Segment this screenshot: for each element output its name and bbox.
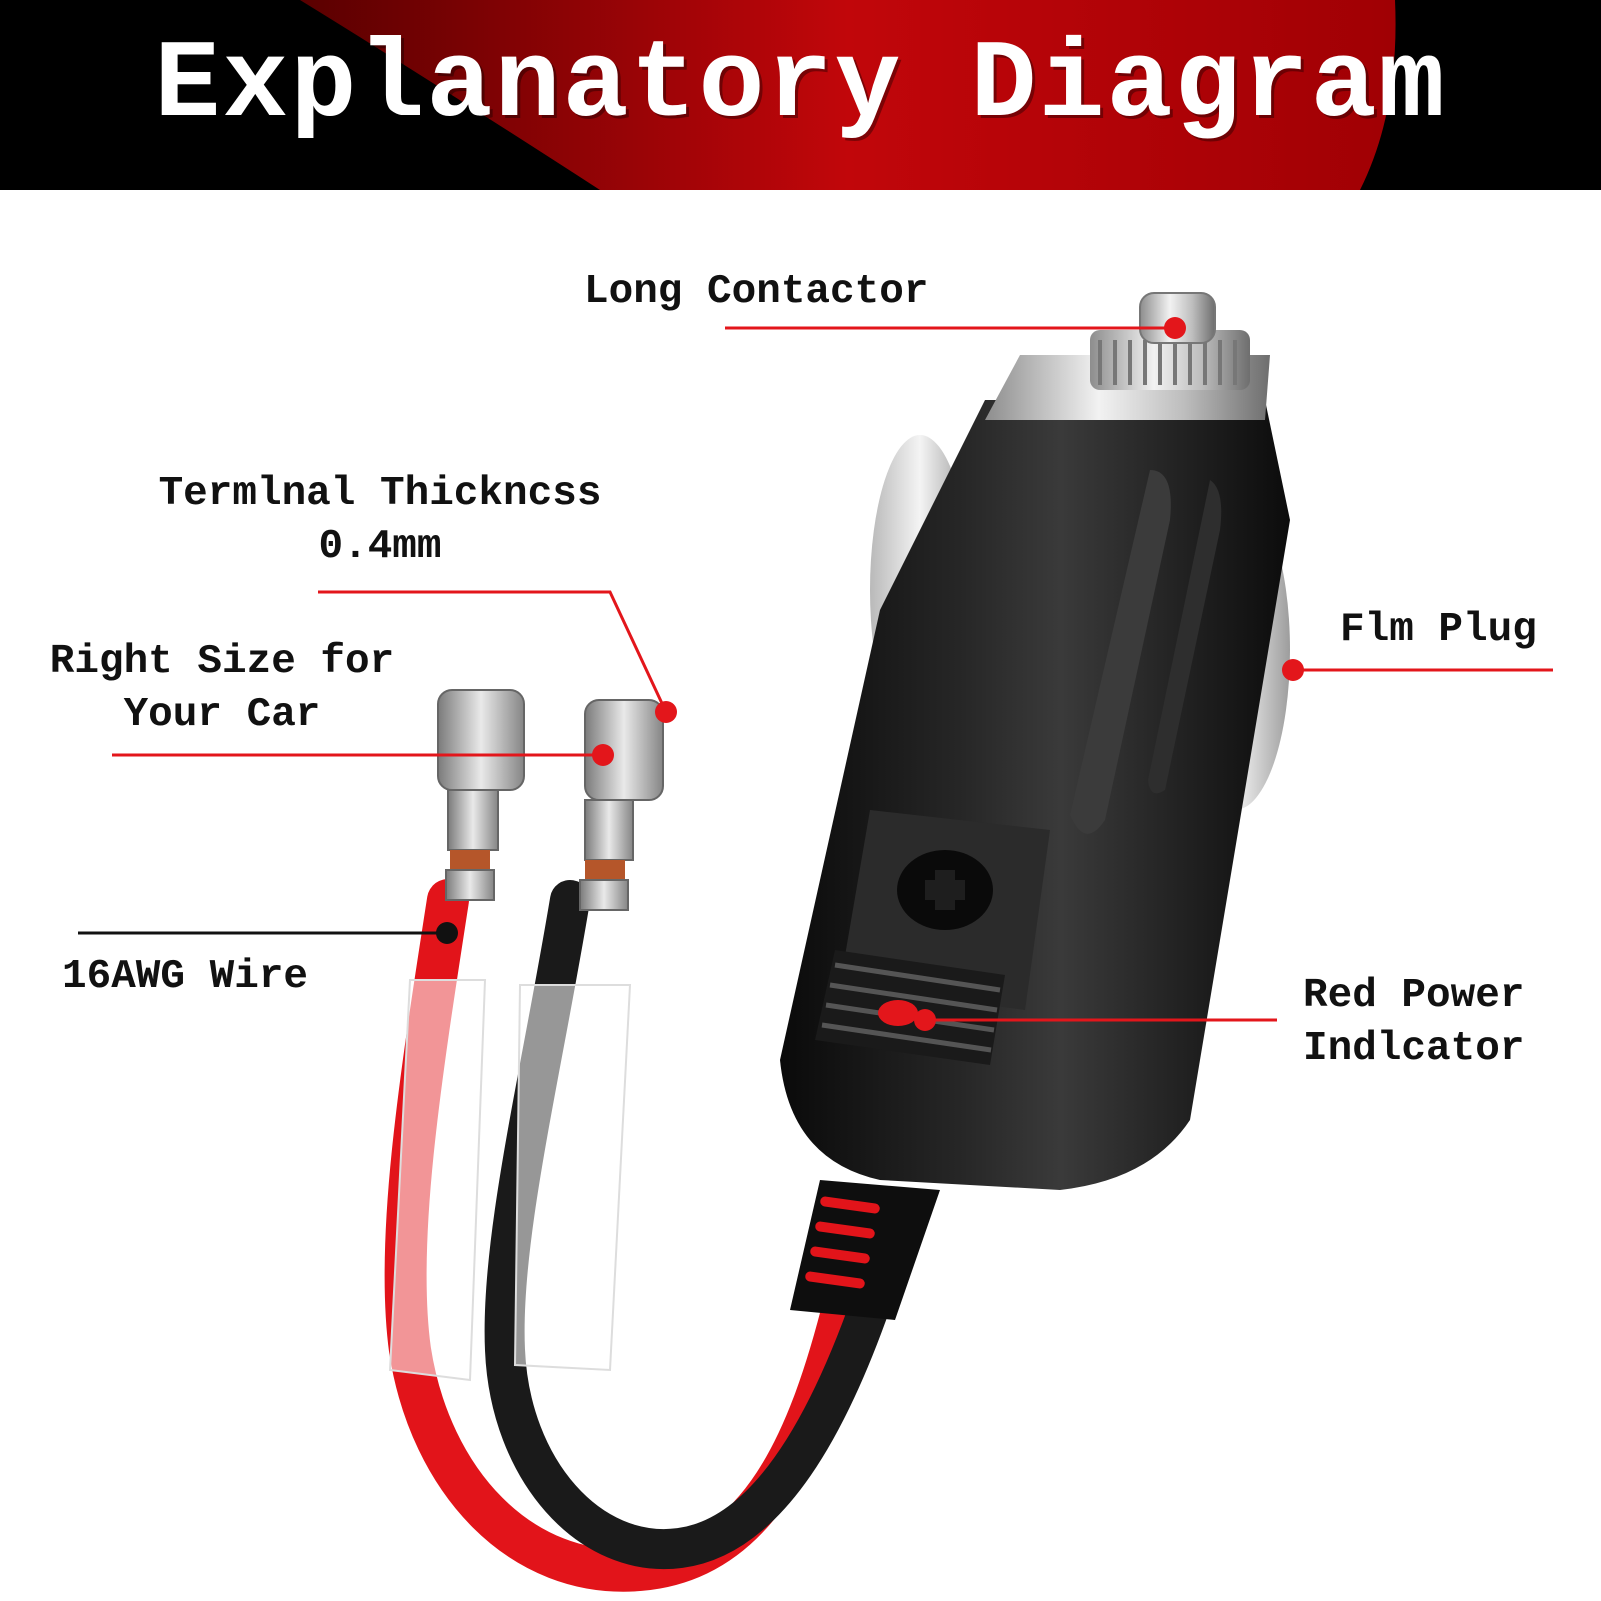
header-background (0, 0, 1601, 190)
metal-tip (985, 292, 1270, 420)
label-film-plug: Flm Plug (1340, 607, 1537, 653)
callout-line-wire (78, 922, 458, 944)
terminal-left (437, 689, 525, 901)
label-wire: 16AWG Wire (62, 954, 309, 1000)
callout-line-right-size (112, 744, 614, 766)
callout-line-power-indicator (914, 1009, 1277, 1031)
heat-shrink-sleeve (388, 979, 487, 1382)
callout-line-film-plug (1282, 659, 1553, 681)
page-title: Explanatory Diagram (154, 24, 1447, 149)
label-power-indicator: Red Power Indlcator (1303, 973, 1525, 1072)
terminal-right (579, 699, 664, 911)
label-terminal-thickness: Termlnal Thickncss 0.4mm (158, 471, 602, 570)
label-long-contactor: Long Contactor (584, 269, 929, 315)
heat-shrink-sleeve (513, 984, 632, 1372)
label-right-size: Right Size for Your Car (49, 639, 395, 738)
callout-line-terminal-thickness (318, 590, 677, 723)
header-banner: Explanatory Diagram (0, 0, 1601, 190)
strain-relief (790, 1180, 940, 1320)
red-power-led (878, 1000, 918, 1026)
plug-groove (1070, 470, 1171, 834)
cigarette-lighter-plug-diagram (78, 292, 1553, 1592)
callout-line-long-contactor (725, 317, 1186, 339)
plug-groove (1148, 480, 1222, 794)
header-red-swoosh (300, 0, 1396, 190)
